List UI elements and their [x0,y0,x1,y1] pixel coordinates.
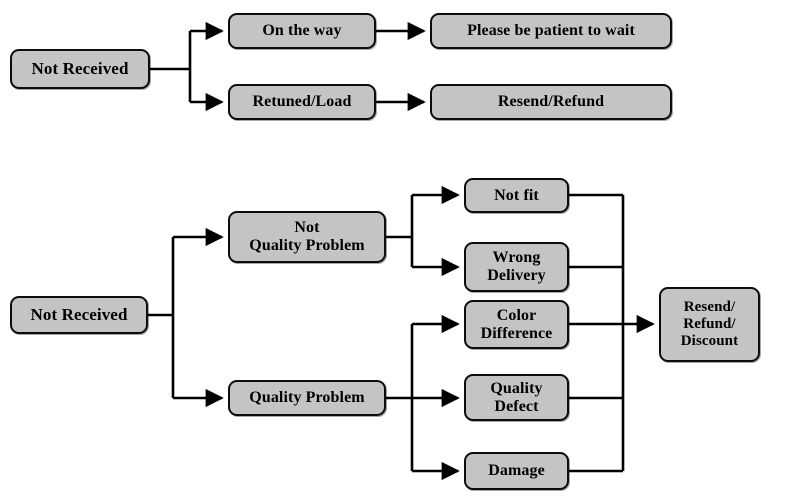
node-bottom-resend-refund-discount[interactable]: Resend/ Refund/ Discount [659,287,760,362]
node-label: Quality Defect [490,379,543,415]
node-top-please-be-patient-to-wait[interactable]: Please be patient to wait [430,13,672,49]
node-label: Damage [488,462,545,480]
node-bottom-damage[interactable]: Damage [464,452,569,490]
node-label: Please be patient to wait [467,22,635,40]
node-label: Not fit [494,186,539,204]
node-bottom-quality-problem[interactable]: Quality Problem [228,380,386,416]
node-label: Not Received [31,59,129,79]
node-label: Retuned/Load [252,93,352,111]
node-bottom-not-received[interactable]: Not Received [10,296,148,334]
node-label: On the way [262,22,342,40]
node-bottom-not-fit[interactable]: Not fit [464,178,569,213]
node-bottom-wrong-delivery[interactable]: Wrong Delivery [464,242,569,292]
node-top-on-the-way[interactable]: On the way [228,13,376,49]
node-top-not-received[interactable]: Not Received [10,49,150,89]
node-bottom-color-difference[interactable]: Color Difference [464,300,569,349]
node-label: Color Difference [480,306,553,342]
node-bottom-not-quality-problem[interactable]: Not Quality Problem [228,211,386,263]
node-label: Wrong Delivery [487,249,546,284]
node-bottom-quality-defect[interactable]: Quality Defect [464,374,569,421]
node-label: Resend/ Refund/ Discount [680,299,739,349]
node-label: Not Quality Problem [249,219,365,254]
node-label: Resend/Refund [497,93,605,111]
node-top-retuned-load[interactable]: Retuned/Load [228,84,376,120]
node-label: Quality Problem [249,389,365,407]
node-label: Not Received [30,305,128,325]
node-top-resend-refund[interactable]: Resend/Refund [430,84,672,120]
